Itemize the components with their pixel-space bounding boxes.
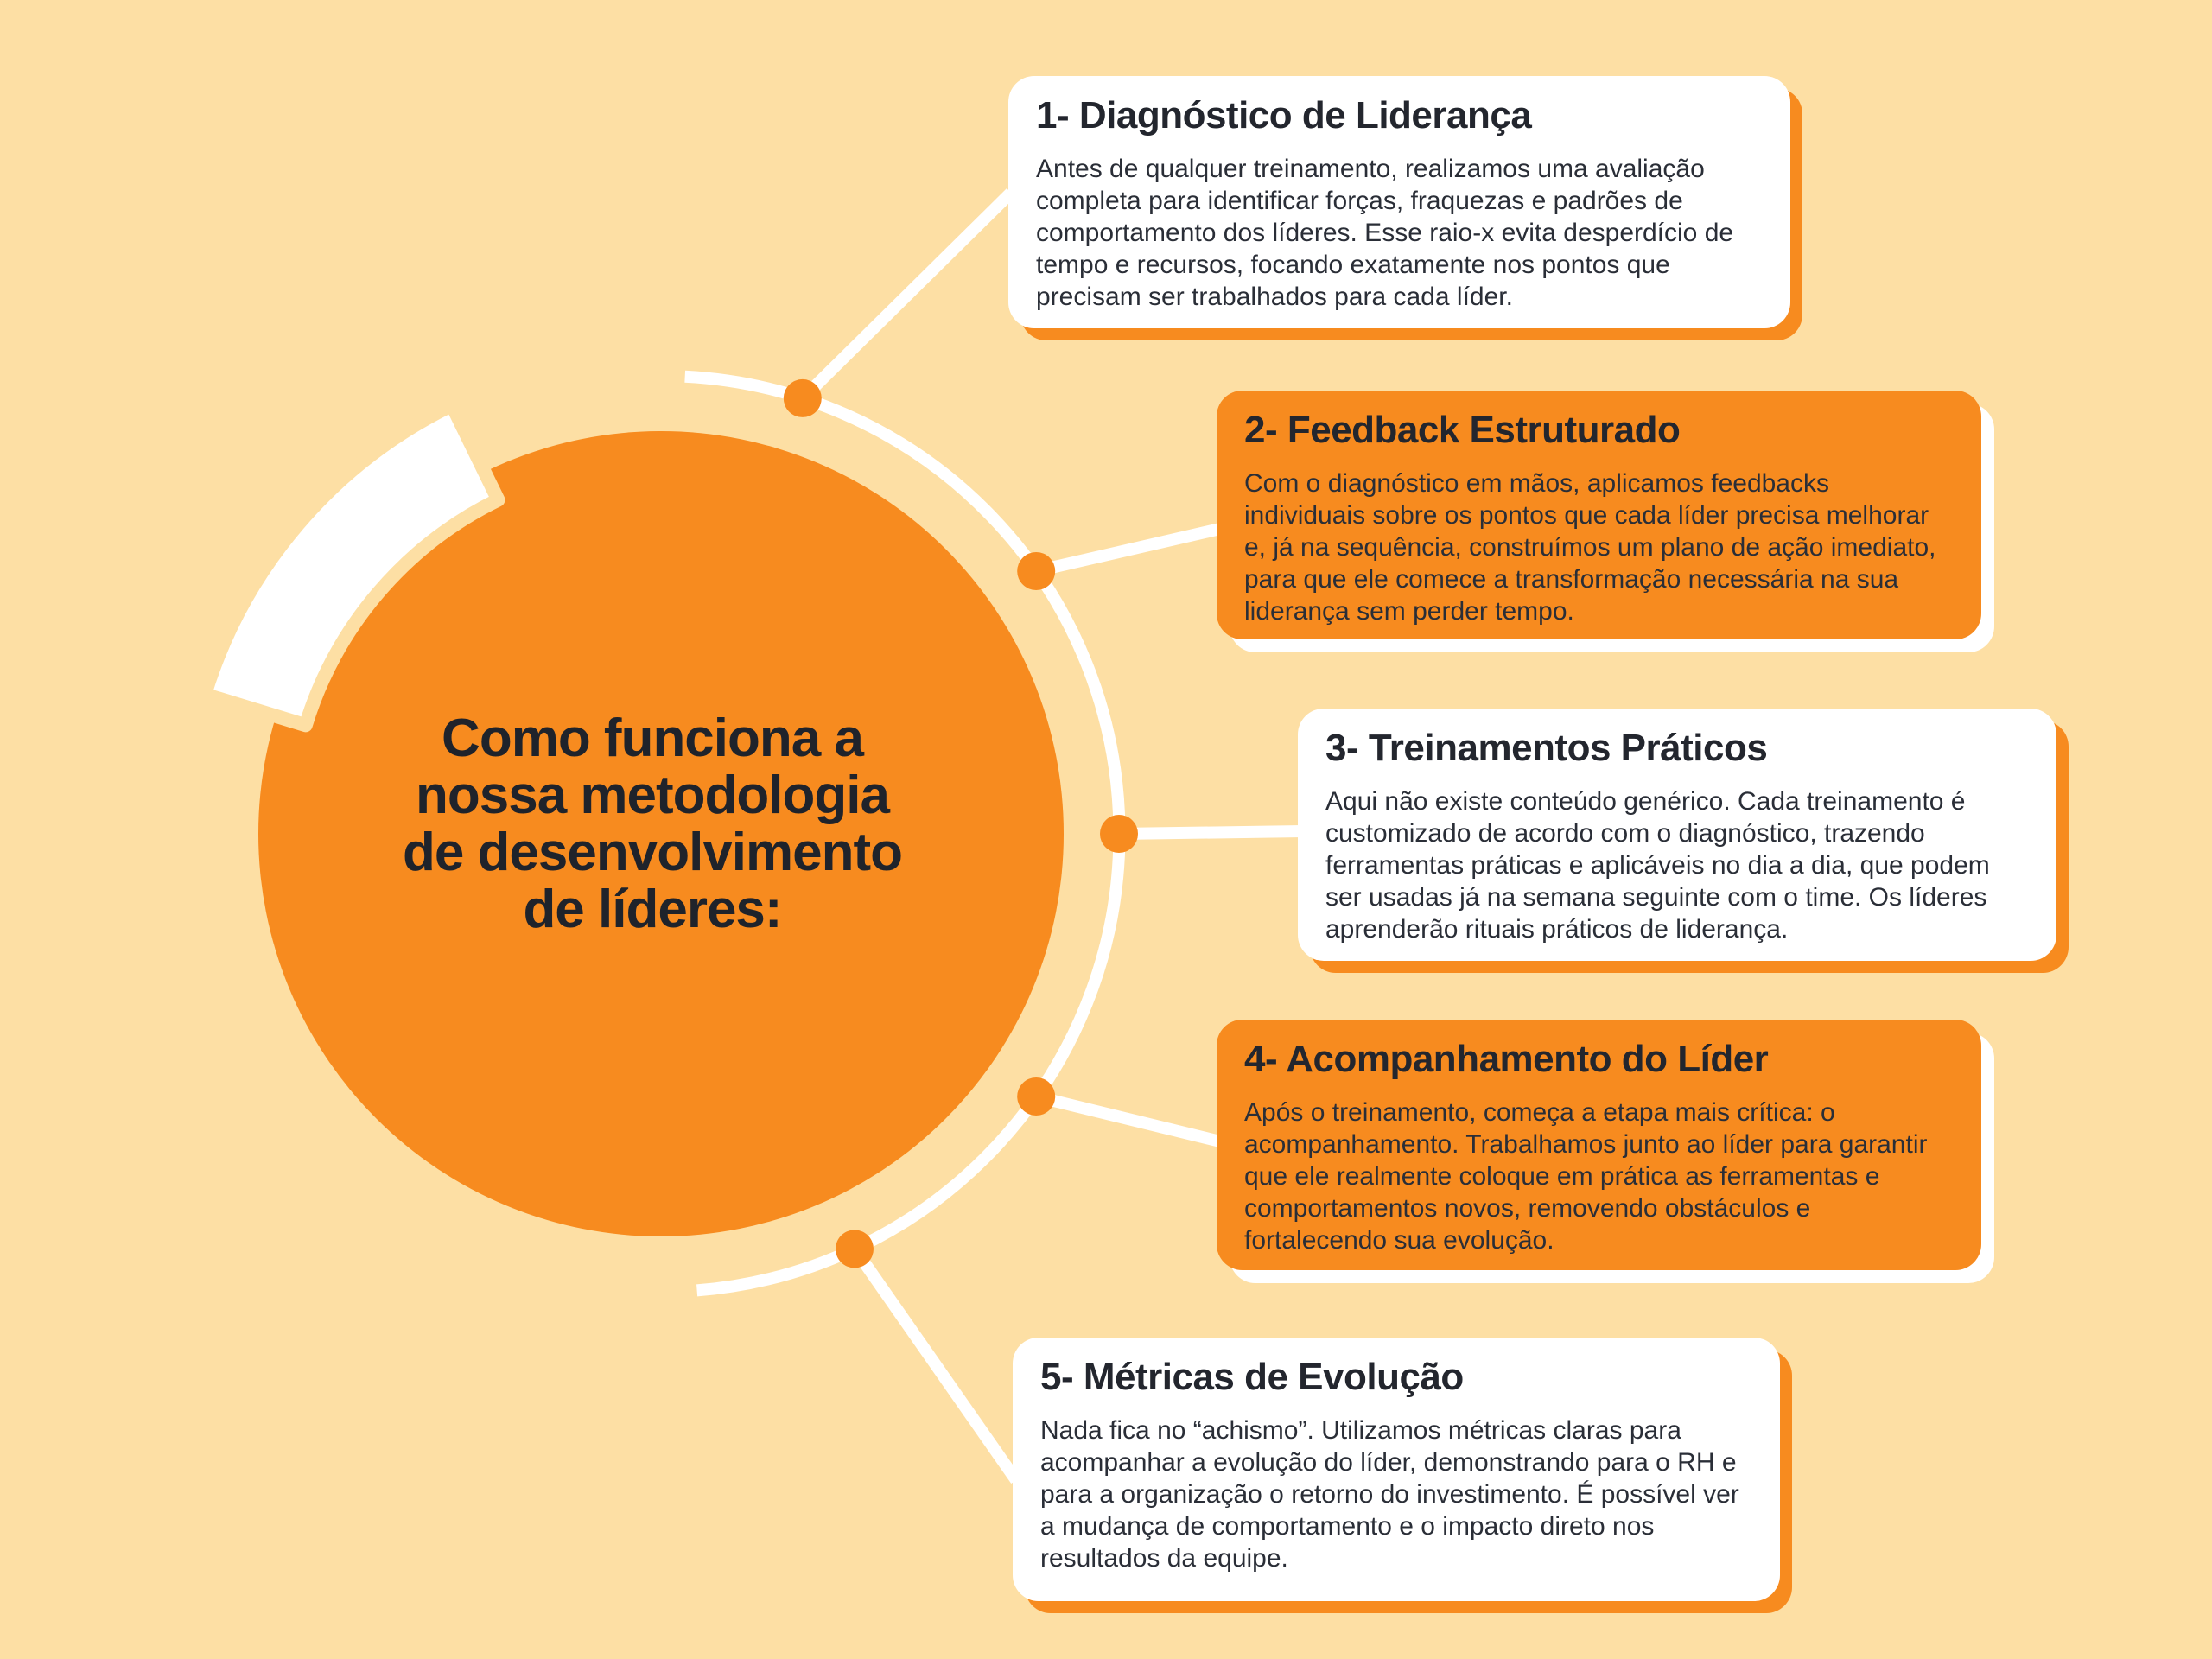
connector-lines (798, 188, 1304, 1484)
connector-dots (783, 378, 1138, 1268)
center-title: Como funciona a nossa metodologia de des… (402, 709, 903, 939)
center-circle (258, 431, 1064, 1236)
step-5-title: 5- Métricas de Evolução (1040, 1356, 1464, 1398)
step-3-body: Aqui não existe conteúdo genérico. Cada … (1325, 786, 1990, 944)
connector-dot-3 (1100, 815, 1138, 853)
connector-line-4 (1034, 1090, 1222, 1147)
connector-dot-5 (836, 1230, 874, 1268)
step-card-3: 3- Treinamentos Práticos Aqui não existe… (1298, 709, 2056, 961)
step-2-body: Com o diagnóstico em mãos, aplicamos fee… (1244, 468, 1936, 626)
connector-dot-1 (783, 378, 822, 417)
connector-dot-2 (1017, 552, 1056, 590)
step-card-2: 2- Feedback Estruturado Com o diagnóstic… (1217, 391, 1981, 639)
connector-dot-4 (1017, 1077, 1056, 1116)
connector-line-5 (849, 1244, 1021, 1484)
step-3-title: 3- Treinamentos Práticos (1325, 727, 1768, 769)
step-5-body: Nada fica no “achismo”. Utilizamos métri… (1040, 1415, 1739, 1573)
connector-line-3 (1118, 825, 1304, 840)
step-4-title: 4- Acompanhamento do Líder (1244, 1038, 1769, 1080)
step-2-title: 2- Feedback Estruturado (1244, 409, 1681, 451)
step-card-4: 4- Acompanhamento do Líder Após o treina… (1217, 1020, 1981, 1270)
step-1-body: Antes de qualquer treinamento, realizamo… (1036, 154, 1734, 311)
connector-line-2 (1034, 523, 1222, 577)
ring-wedge (198, 397, 505, 733)
step-card-5: 5- Métricas de Evolução Nada fica no “ac… (1013, 1338, 1780, 1601)
step-1-title: 1- Diagnóstico de Liderança (1036, 94, 1532, 137)
step-4-body: Após o treinamento, começa a etapa mais … (1244, 1097, 1928, 1255)
connector-line-1 (798, 188, 1015, 403)
step-card-1: 1- Diagnóstico de Liderança Antes de qua… (1008, 76, 1790, 328)
